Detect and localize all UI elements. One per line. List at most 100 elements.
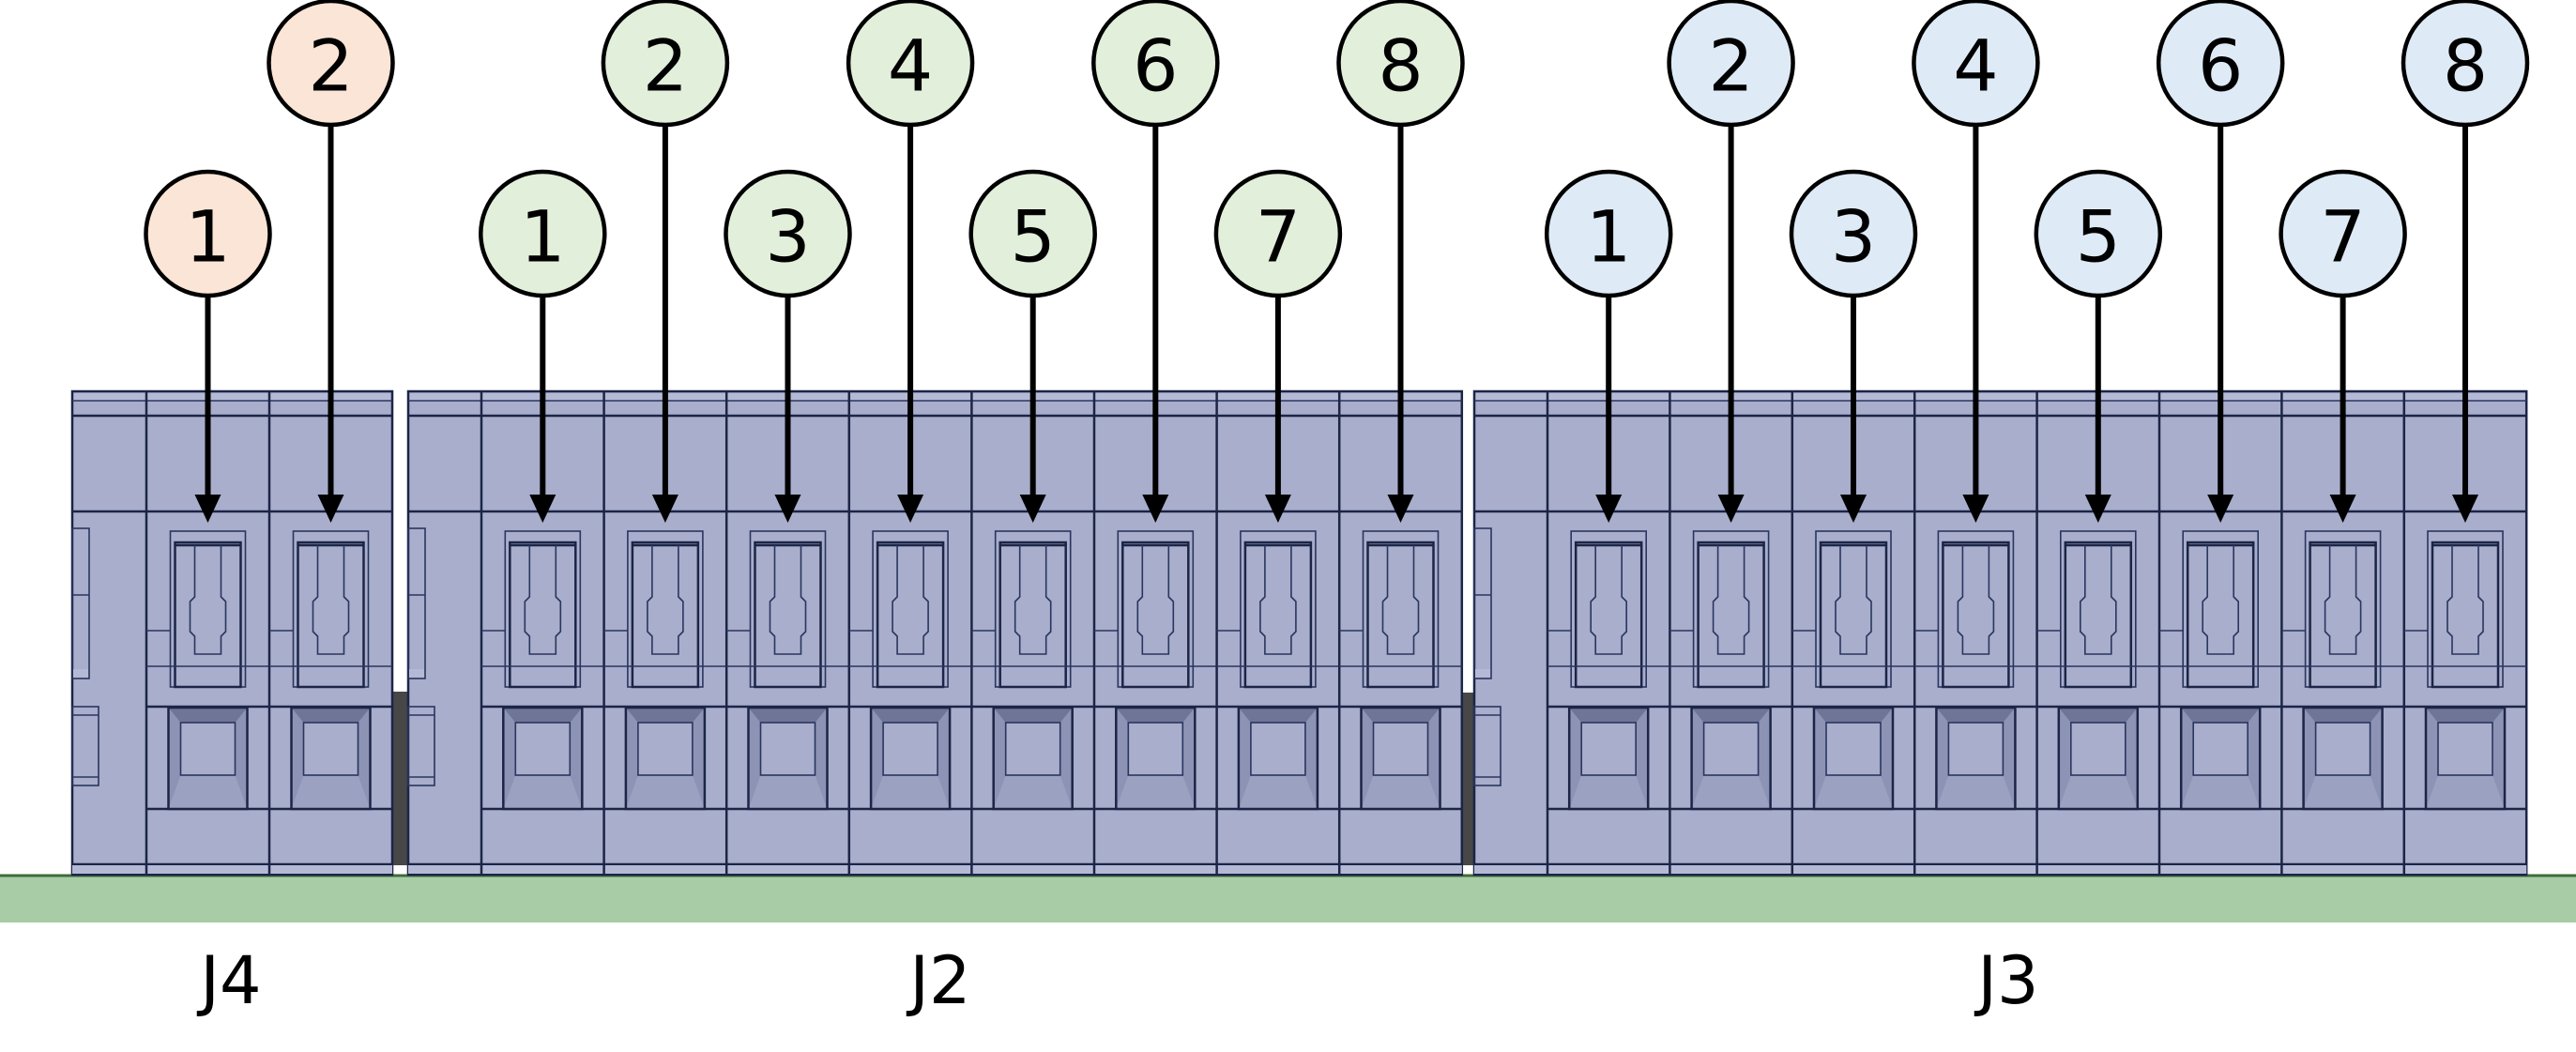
wire-hole-inner bbox=[1128, 723, 1183, 775]
arrowhead-icon bbox=[897, 495, 924, 523]
pin-cell bbox=[2035, 391, 2159, 875]
pin-cell bbox=[1791, 391, 1915, 875]
callout-circle bbox=[724, 169, 852, 298]
pin-number-label: 3 bbox=[1831, 195, 1876, 279]
pin-release-inner bbox=[876, 541, 945, 689]
pin-spring bbox=[1835, 545, 1872, 655]
wire-hole-inner-edge bbox=[2314, 722, 2371, 776]
wire-hole-bottom-face bbox=[1936, 775, 2016, 809]
wire-hole-inner bbox=[1005, 723, 1060, 775]
pin-callout-j4-2: 2 bbox=[267, 0, 395, 523]
wire-hole-top-face bbox=[2058, 708, 2138, 723]
pin-spring bbox=[2446, 545, 2484, 655]
pin-cell bbox=[1669, 391, 1792, 875]
wire-hole-edge bbox=[1115, 706, 1197, 811]
wire-hole-inner-edge bbox=[1825, 722, 1882, 776]
callout-circle bbox=[601, 0, 730, 128]
wire-hole-inner bbox=[515, 723, 571, 775]
callout-circle bbox=[1912, 0, 2040, 128]
pin-callout-j2-3: 3 bbox=[724, 169, 852, 523]
pin-cell bbox=[1092, 391, 1217, 875]
wire-hole-edge bbox=[1935, 706, 2017, 811]
callout-circle bbox=[267, 0, 395, 128]
arrowhead-icon bbox=[651, 495, 678, 523]
wire-hole-bottom-face bbox=[2426, 775, 2505, 809]
arrowhead-icon bbox=[317, 495, 344, 523]
pin-release-inner bbox=[2186, 541, 2255, 689]
wire-hole-bottom-face bbox=[871, 775, 951, 809]
pin-release-inner bbox=[1819, 541, 1888, 689]
callout-circle bbox=[479, 169, 607, 298]
pin-number-label: 2 bbox=[643, 24, 688, 108]
side-latch-band bbox=[1475, 669, 1490, 678]
arrowhead-icon bbox=[1840, 495, 1867, 523]
wire-hole-bottom-face bbox=[993, 775, 1073, 809]
arrowhead-icon bbox=[1962, 495, 1989, 523]
wire-hole-top-face bbox=[1814, 708, 1893, 723]
pcb-bar bbox=[0, 875, 2576, 922]
top-band bbox=[72, 393, 392, 401]
pin-number-label: 2 bbox=[1708, 24, 1753, 108]
wire-hole-bottom-face bbox=[625, 775, 705, 809]
pin-spring bbox=[1136, 545, 1175, 655]
wire-hole-inner-edge bbox=[637, 722, 694, 776]
wire-hole-top-face bbox=[748, 708, 828, 723]
wire-hole-edge bbox=[1690, 706, 1772, 811]
side-latch bbox=[1473, 527, 1492, 679]
pin-callout-j3-5: 5 bbox=[2034, 169, 2163, 523]
wire-hole-top-face bbox=[168, 708, 248, 723]
callout-circle bbox=[144, 169, 272, 298]
pin-number-label: 1 bbox=[520, 195, 565, 279]
bottom-band bbox=[1474, 865, 2527, 874]
pin-callout-j2-1: 1 bbox=[479, 169, 607, 523]
wire-hole-top-face bbox=[2426, 708, 2505, 723]
arrowhead-icon bbox=[529, 495, 556, 523]
pin-spring bbox=[1014, 545, 1052, 655]
connector-label-j3: J3 bbox=[1977, 942, 2039, 1019]
side-latch-band bbox=[73, 669, 88, 678]
pin-callout-j4-1: 1 bbox=[144, 169, 272, 523]
pin-number-label: 1 bbox=[185, 195, 230, 279]
pin-spring bbox=[2202, 545, 2239, 655]
connector-label-j4: J4 bbox=[200, 942, 262, 1019]
wire-hole-inner bbox=[303, 723, 358, 775]
wire-hole-inner-edge bbox=[1127, 722, 1184, 776]
wire-hole-inner bbox=[883, 723, 938, 775]
arrowhead-icon bbox=[1387, 495, 1414, 523]
pin-cell bbox=[970, 391, 1094, 875]
wire-hole-edge bbox=[2179, 706, 2262, 811]
pin-callout-j2-7: 7 bbox=[1213, 169, 1343, 523]
pin-callout-j2-2: 2 bbox=[601, 0, 730, 523]
pin-cell bbox=[2280, 391, 2404, 875]
wire-hole-inner-edge bbox=[2070, 722, 2126, 776]
callout-circle bbox=[2279, 169, 2407, 298]
pin-cell bbox=[1913, 391, 2037, 875]
connector-blocks bbox=[70, 389, 2528, 877]
pin-callout-j3-6: 6 bbox=[2156, 0, 2285, 523]
wire-hole-top-face bbox=[1238, 708, 1318, 723]
wire-hole-inner bbox=[1250, 723, 1305, 775]
wire-hole-inner-edge bbox=[1250, 722, 1306, 776]
wire-hole-top-face bbox=[1691, 708, 1771, 723]
pin-callout-j3-8: 8 bbox=[2401, 0, 2530, 523]
pin-number-label: 7 bbox=[2320, 195, 2365, 279]
pin-spring bbox=[189, 545, 227, 655]
connector-j4 bbox=[70, 389, 394, 877]
callout-circle bbox=[2156, 0, 2285, 128]
side-latch bbox=[407, 527, 426, 679]
wire-hole-inner bbox=[180, 723, 236, 775]
wire-hole-inner-edge bbox=[882, 722, 938, 776]
wire-hole-inner-edge bbox=[1947, 722, 2004, 776]
bottom-band bbox=[408, 865, 1462, 874]
wire-hole-inner bbox=[2438, 723, 2492, 775]
pin-spring bbox=[2080, 545, 2117, 655]
callout-circle bbox=[1667, 0, 1795, 128]
pin-release-inner bbox=[754, 541, 822, 689]
wire-hole-edge bbox=[2057, 706, 2140, 811]
pin-number-label: 5 bbox=[2076, 195, 2121, 279]
connector-label-j2: J2 bbox=[909, 942, 971, 1019]
pin-spring bbox=[892, 545, 929, 655]
wire-hole-top-face bbox=[1936, 708, 2016, 723]
top-band bbox=[1474, 393, 2527, 401]
wire-hole-bottom-face bbox=[1814, 775, 1893, 809]
